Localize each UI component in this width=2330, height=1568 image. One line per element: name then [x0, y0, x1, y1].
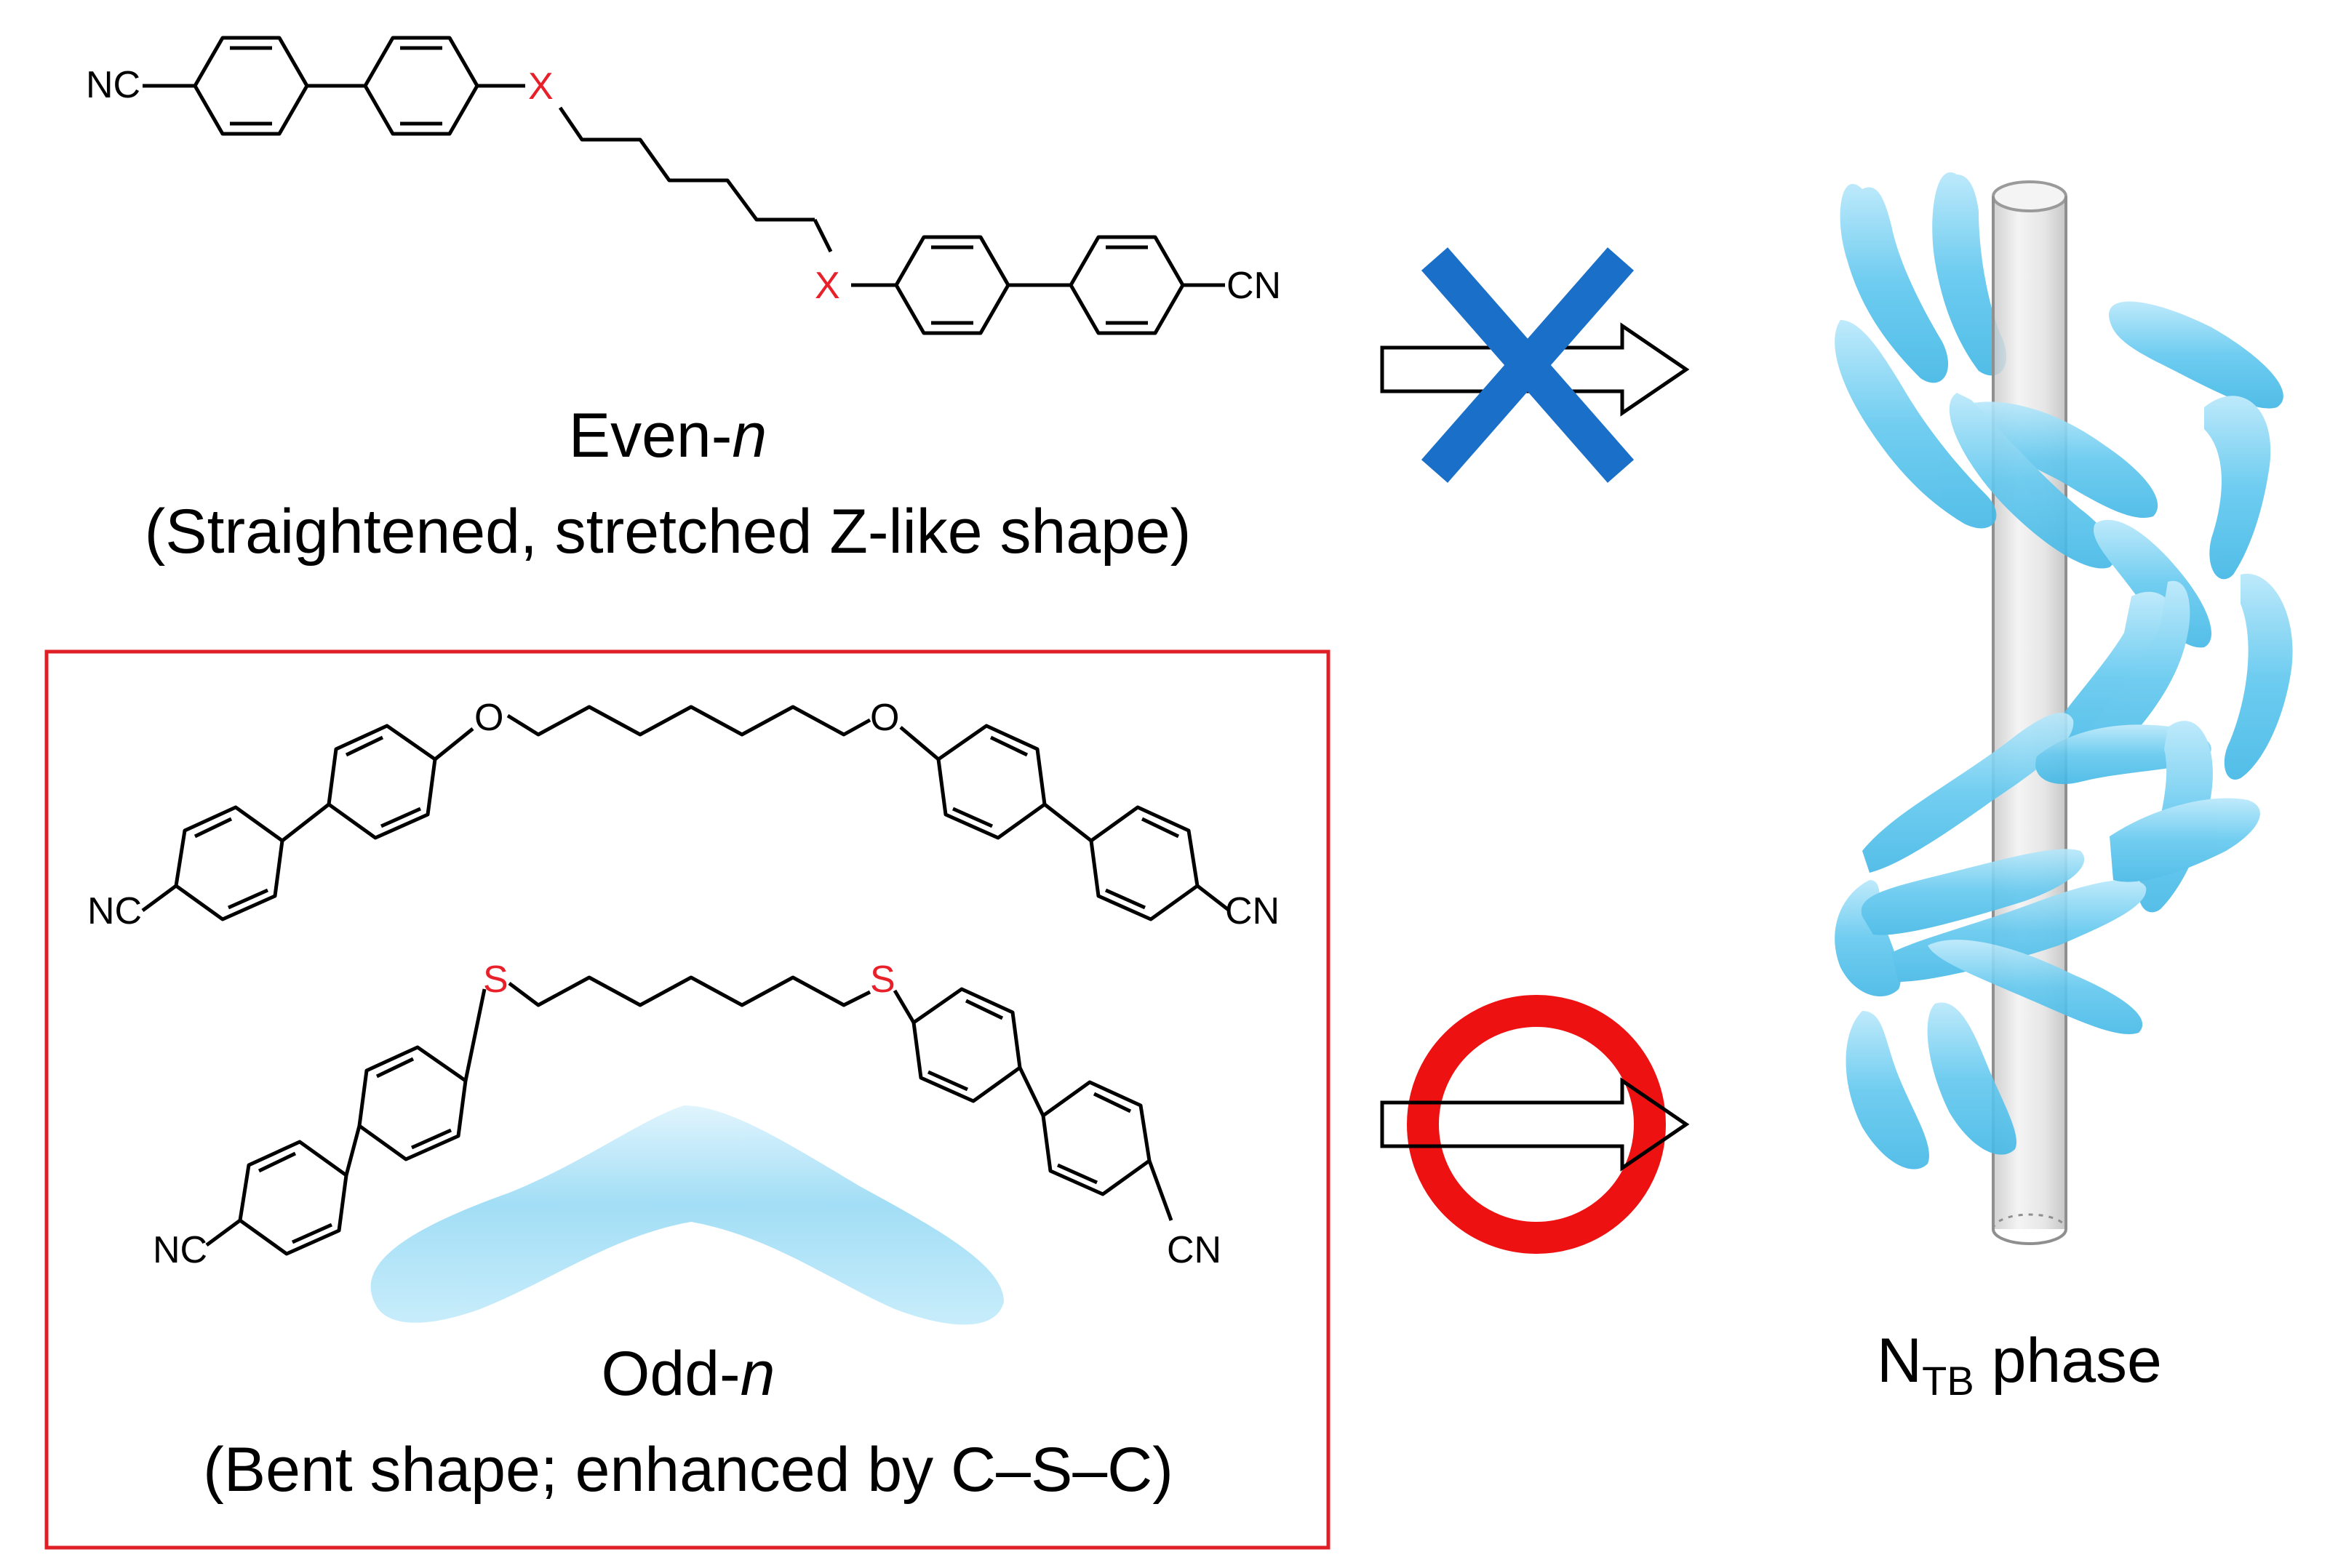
even-right-cn-label: CN	[1226, 265, 1281, 307]
even-linker-x-top: X	[528, 65, 554, 108]
benzene-ring	[238, 1140, 348, 1256]
thio-left-nc-label: NC	[153, 1229, 207, 1271]
even-linker-x-bottom: X	[815, 265, 840, 307]
benzene-ring	[911, 987, 1022, 1103]
benzene-ring	[936, 724, 1047, 840]
ether-oxygen-right: O	[870, 697, 899, 739]
red-circle-icon	[1407, 995, 1666, 1254]
odd-n-title: Odd-n	[601, 1339, 775, 1409]
benzene-ring	[357, 1045, 468, 1161]
helical-axis-rod	[1992, 180, 2067, 1245]
odd-n-thioether-molecule: NC CN S S	[153, 959, 1221, 1271]
benzene-ring	[1069, 235, 1185, 335]
mesogen-front-layer	[1835, 320, 2260, 1169]
bent-mesogen-shape	[370, 1105, 1004, 1325]
even-n-molecule: NC CN X X	[86, 36, 1281, 335]
thioether-sulfur-right: S	[870, 959, 895, 1001]
thio-right-cn-label: CN	[1167, 1229, 1221, 1271]
even-n-title: Even-n	[569, 401, 767, 471]
ntb-phase-label: NTB phase	[1877, 1326, 2162, 1404]
blue-x-icon	[1421, 247, 1635, 483]
thioether-sulfur-left: S	[483, 959, 508, 1001]
ntb-phase-illustration: NTB phase	[1835, 172, 2293, 1404]
odd-n-ether-molecule: NC CN O O	[87, 697, 1280, 932]
ether-oxygen-left: O	[474, 697, 503, 739]
odd-n-subtitle: (Bent shape; enhanced by C–S–C)	[203, 1435, 1173, 1505]
ether-left-nc-label: NC	[87, 890, 142, 932]
benzene-ring	[193, 36, 309, 136]
benzene-ring	[363, 36, 479, 136]
benzene-ring	[174, 805, 284, 921]
hollow-right-arrow-icon	[1380, 1077, 1690, 1172]
benzene-ring	[327, 724, 437, 840]
mesogen-back-layer	[1840, 172, 2293, 780]
ether-right-cn-label: CN	[1225, 890, 1280, 932]
benzene-ring	[1041, 1080, 1152, 1196]
even-n-subtitle: (Straightened, stretched Z-like shape)	[145, 497, 1192, 567]
benzene-ring	[894, 235, 1010, 335]
benzene-ring	[1089, 805, 1200, 921]
even-left-nc-label: NC	[86, 64, 140, 106]
odd-n-highlight-box	[44, 649, 1330, 1550]
